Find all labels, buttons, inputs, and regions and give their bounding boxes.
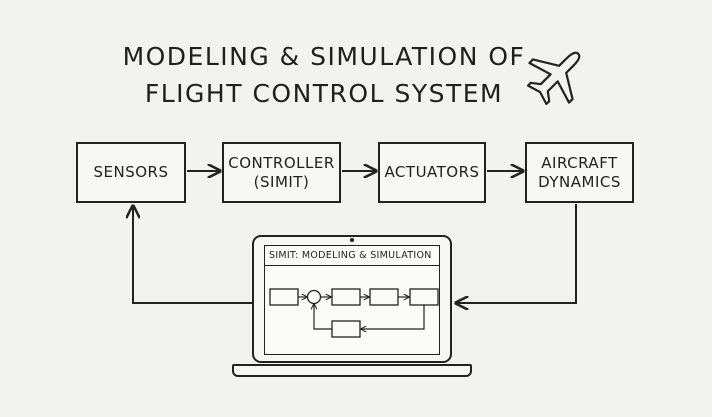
sim-summing-junction: [306, 289, 321, 304]
sim-block-4: [408, 287, 439, 306]
sensors-block: SENSORS: [76, 142, 186, 203]
simit-window: SIMIT: MODELING & SIMULATION: [264, 245, 440, 355]
simulation-block-diagram: [268, 287, 439, 338]
simit-window-divider: [265, 265, 439, 266]
sim-feedback-block: [330, 319, 361, 338]
simit-window-title: SIMIT: MODELING & SIMULATION: [269, 250, 432, 261]
diagram-title-line-2: FLIGHT CONTROL SYSTEM: [144, 79, 504, 108]
arrow-aircraft-to-laptop: [456, 204, 577, 303]
diagram-title-line-1: MODELING & SIMULATION OF: [122, 42, 526, 71]
aircraft-dynamics-block: AIRCRAFT DYNAMICS: [525, 142, 634, 203]
arrow-laptop-to-sensors: [133, 206, 252, 304]
actuators-block: ACTUATORS: [378, 142, 486, 203]
airplane-icon: [526, 51, 581, 106]
sim-block-2: [330, 287, 361, 306]
sim-block-3: [368, 287, 399, 306]
laptop-camera: [350, 238, 354, 242]
controller-block: CONTROLLER (SIMIT): [222, 142, 341, 203]
laptop-base: [232, 364, 472, 377]
sim-block-1: [268, 287, 299, 306]
